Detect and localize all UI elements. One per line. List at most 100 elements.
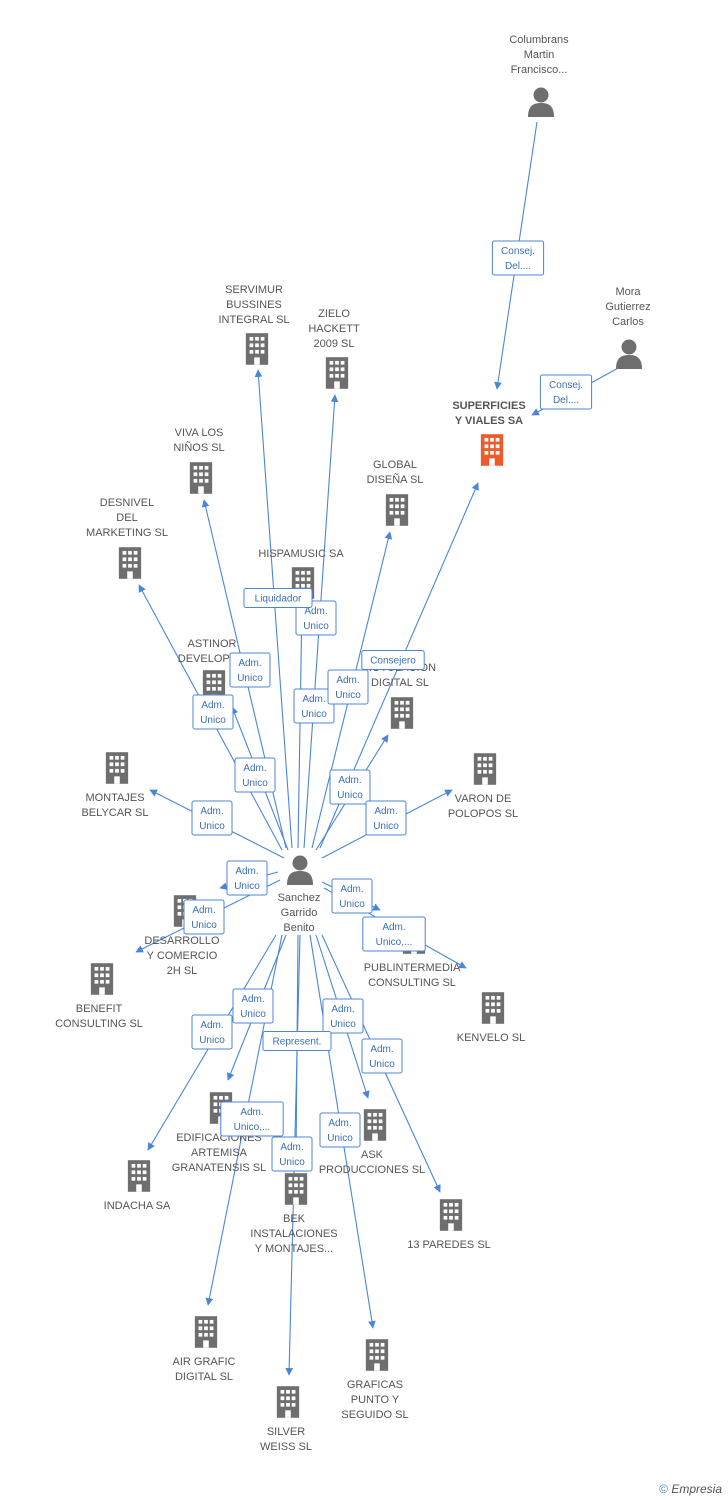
- edge-label-sanchez-varon[interactable]: Adm.Unico: [365, 800, 407, 836]
- edge-label-sanchez-superficies[interactable]: Consejero: [361, 650, 425, 670]
- edge-label-text: Adm.: [240, 1107, 263, 1118]
- node-label: BENEFIT: [76, 1003, 123, 1015]
- edge-label-sanchez-desnivel[interactable]: Adm.Unico: [192, 694, 234, 730]
- edge-label-sanchez-bek[interactable]: Represent.: [262, 1031, 332, 1051]
- node-label: MARKETING SL: [86, 527, 168, 539]
- building-icon: [439, 1199, 463, 1231]
- edge-label-sanchez-paredes[interactable]: Adm.Unico: [361, 1038, 403, 1074]
- edge-label-sanchez-servimur[interactable]: Adm.Unico: [293, 688, 335, 724]
- node-label: Columbrans: [509, 34, 569, 46]
- edge-label-box: [191, 1014, 233, 1050]
- node-label: VARON DE: [455, 793, 512, 805]
- edge-label-box: [226, 860, 268, 896]
- edge-label-sanchez-airgrafic[interactable]: Adm. Unico,...: [220, 1101, 284, 1137]
- edge-label-sanchez-global[interactable]: Adm.Unico: [327, 669, 369, 705]
- edge-label-box: [319, 1112, 361, 1148]
- building-icon: [90, 963, 114, 995]
- node-label: SUPERFICIES: [452, 400, 525, 412]
- edge-label-sanchez-rotulacion[interactable]: Adm.Unico: [329, 769, 371, 805]
- edge-label-sanchez-zielo[interactable]: Adm.Unico: [295, 600, 337, 636]
- edge-label-box: [293, 688, 335, 724]
- edge-label-box: [331, 878, 373, 914]
- edge-label-sanchez-silver[interactable]: Adm.Unico: [271, 1136, 313, 1172]
- edge-label-columbrans-superficies[interactable]: Consej.Del....: [491, 240, 545, 276]
- node-rotulacion[interactable]: ROTULACIONDIGITAL SL: [364, 662, 436, 729]
- node-paredes[interactable]: 13 PAREDES SL: [407, 1199, 491, 1251]
- edge-label-box: [491, 240, 545, 276]
- edge-label-text: Unico: [303, 621, 329, 632]
- edge-label-sanchez-publintermedia[interactable]: Adm.Unico: [331, 878, 373, 914]
- building-icon: [189, 462, 213, 494]
- edge-label-sanchez-hispamusic[interactable]: Liquidador: [243, 588, 313, 608]
- edge-label-sanchez-graficas[interactable]: Adm.Unico: [319, 1112, 361, 1148]
- edge-label-box: [327, 669, 369, 705]
- edge-label-sanchez-edificaciones[interactable]: Adm.Unico: [232, 988, 274, 1024]
- building-icon: [127, 1160, 151, 1192]
- node-columbrans[interactable]: ColumbransMartinFrancisco...: [509, 34, 569, 117]
- edge-label-sanchez-indacha[interactable]: Adm.Unico: [191, 1014, 233, 1050]
- node-kenvelo[interactable]: KENVELO SL: [457, 992, 525, 1044]
- node-label: Y VIALES SA: [455, 415, 523, 427]
- edge-label-box: [243, 588, 313, 608]
- node-indacha[interactable]: INDACHA SA: [104, 1160, 171, 1212]
- edge-label-text: Adm.: [280, 1142, 303, 1153]
- edge-label-sanchez-benefit[interactable]: Adm.Unico: [183, 899, 225, 935]
- edge-label-text: Liquidador: [255, 594, 302, 605]
- edge-label-box: [262, 1031, 332, 1051]
- edge-label-text: Adm.: [370, 1044, 393, 1055]
- node-label: DEL: [116, 512, 137, 524]
- edge-label-text: Unico: [373, 821, 399, 832]
- node-label: 2H SL: [167, 965, 198, 977]
- edge-label-sanchez-montajes[interactable]: Adm.Unico: [191, 800, 233, 836]
- edge-label-text: Unico: [237, 673, 263, 684]
- node-superficies[interactable]: SUPERFICIES Y VIALES SA: [452, 400, 526, 466]
- building-icon: [276, 1386, 300, 1418]
- edge-label-box: [361, 650, 425, 670]
- edge-label-text: Unico,...: [376, 937, 413, 948]
- node-label: DIGITAL SL: [371, 677, 429, 689]
- edge-label-box: [192, 694, 234, 730]
- node-label: BELYCAR SL: [81, 807, 148, 819]
- edge-label-sanchez-viva[interactable]: Adm.Unico: [229, 652, 271, 688]
- node-label: DEVELOPS...: [178, 653, 246, 665]
- node-astinor[interactable]: ASTINORDEVELOPS...: [178, 638, 246, 702]
- node-hispamusic[interactable]: HISPAMUSIC SA: [258, 548, 344, 599]
- edge-label-box: [295, 600, 337, 636]
- edge-label-sanchez-astinor[interactable]: Adm.Unico: [234, 757, 276, 793]
- node-label: ZIELO: [318, 308, 350, 320]
- edge-label-text: Adm.: [331, 1004, 354, 1015]
- footer-brand[interactable]: © Empresia: [659, 1482, 722, 1496]
- node-label: DIGITAL SL: [175, 1371, 233, 1383]
- edge-label-text: Unico: [199, 1035, 225, 1046]
- edge-label-box: [234, 757, 276, 793]
- edge-label-mora-superficies[interactable]: Consej.Del....: [539, 374, 593, 410]
- edge-sanchez-hispamusic: [297, 601, 306, 849]
- edge-label-text: Represent.: [273, 1037, 322, 1048]
- edge-label-text: Unico,...: [234, 1122, 271, 1133]
- edge-label-sanchez-desarrollo[interactable]: Adm.Unico: [226, 860, 268, 896]
- edge-label-sanchez-kenvelo[interactable]: Adm.Unico,...: [362, 916, 426, 952]
- node-label: SILVER: [267, 1426, 305, 1438]
- building-icon: [105, 752, 129, 784]
- person-icon: [616, 339, 642, 369]
- edge-label-text: Unico: [242, 778, 268, 789]
- edge-label-sanchez-ask[interactable]: Adm.Unico: [322, 998, 364, 1034]
